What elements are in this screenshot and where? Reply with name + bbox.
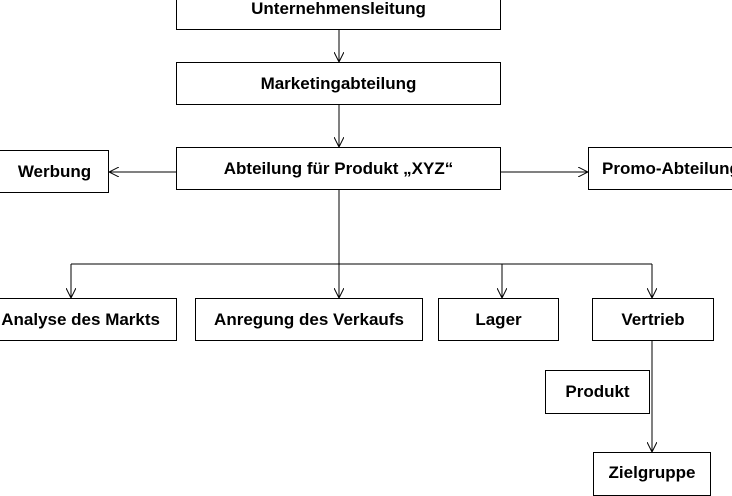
node-anregung-des-verkaufs: Anregung des Verkaufs — [195, 298, 423, 341]
node-analyse-des-markts: Analyse des Markts — [0, 298, 177, 341]
node-promo-abteilung: Promo-Abteilung — [588, 147, 732, 190]
connector-lines — [0, 30, 732, 452]
node-unternehmensleitung: Unternehmensleitung — [176, 0, 501, 30]
node-lager: Lager — [438, 298, 559, 341]
node-vertrieb: Vertrieb — [592, 298, 714, 341]
node-abteilung-produkt-xyz: Abteilung für Produkt „XYZ“ — [176, 147, 501, 190]
node-werbung: Werbung — [0, 150, 109, 193]
node-produkt: Produkt — [545, 370, 650, 414]
node-zielgruppe: Zielgruppe — [593, 452, 711, 496]
node-marketingabteilung: Marketingabteilung — [176, 62, 501, 105]
